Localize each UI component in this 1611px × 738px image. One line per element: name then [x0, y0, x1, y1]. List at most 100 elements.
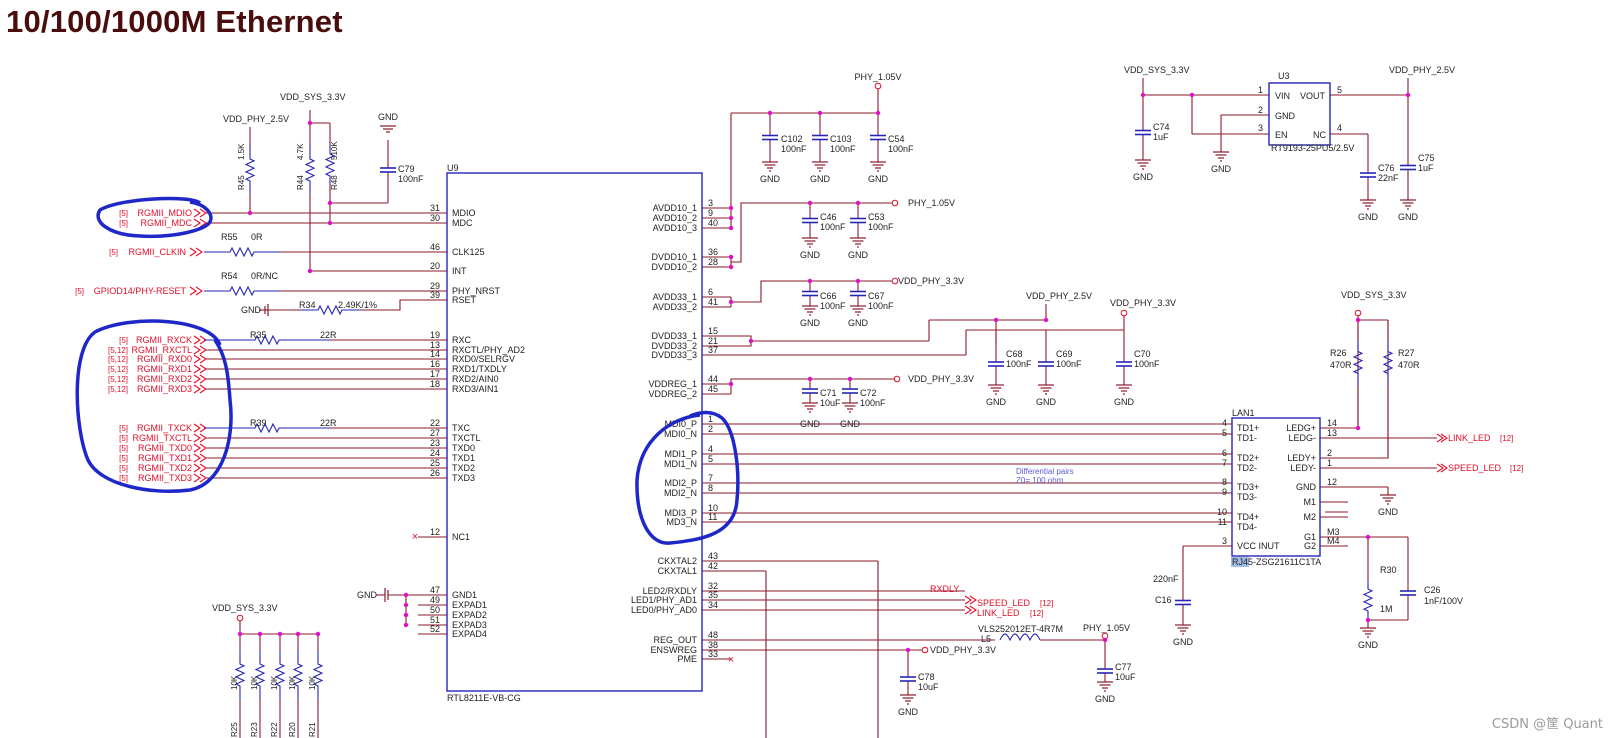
label-text: R22	[270, 722, 279, 737]
net-arrow	[969, 605, 977, 615]
label-text: R26	[1330, 348, 1347, 358]
net-label: RGMII_TXD2	[138, 463, 192, 473]
net-label: LINK_LED	[1448, 433, 1491, 443]
label-text: C74	[1153, 122, 1170, 132]
net-arrow	[193, 423, 201, 433]
gnd-symbol	[1212, 151, 1230, 162]
label-text: R35	[250, 330, 267, 340]
net-arrow	[1436, 433, 1444, 443]
resistor	[244, 145, 256, 195]
net-sheet-ref: [5,12]	[108, 375, 128, 384]
junction-dot	[748, 338, 754, 344]
label-text: R39	[250, 418, 267, 428]
wire	[731, 335, 752, 347]
label-text: C70	[1134, 349, 1151, 359]
u9-pin-number: 5	[708, 454, 713, 464]
u9-pin-number: 9	[708, 208, 713, 218]
label-text: [12]	[1510, 464, 1523, 473]
u9-pin-name: MDI0_P	[664, 419, 697, 429]
u9-pin-number: 29	[430, 281, 440, 291]
label-text: 2	[1327, 448, 1332, 458]
label-text: VDD_SYS_3.3V	[212, 603, 278, 613]
gnd-label: GND	[1358, 640, 1379, 650]
u9-pin-name: INT	[452, 266, 467, 276]
u9-pin-number: 35	[708, 590, 718, 600]
junction-dot	[1365, 617, 1371, 623]
junction-dot	[817, 110, 823, 116]
junction-dot	[728, 205, 734, 211]
u9-pin-name: RXD2/AIN0	[452, 374, 499, 384]
net-sheet-ref: [5]	[119, 474, 128, 483]
resistor	[234, 650, 246, 700]
u9-pin-number: 11	[708, 512, 717, 522]
label-text: G2	[1304, 541, 1316, 551]
net-label: RGMII_TXD3	[138, 473, 192, 483]
label-text: C71	[820, 388, 837, 398]
wires	[206, 78, 1437, 738]
net-arrow	[193, 374, 201, 384]
label-text: C53	[868, 212, 885, 222]
u9-pin-number: 16	[430, 359, 440, 369]
label-text: 100nF	[1056, 359, 1082, 369]
label-text: 100nF	[1006, 359, 1032, 369]
net-label: RGMII_TXD0	[138, 443, 192, 453]
net-label: RGMII_RXCTL	[131, 345, 192, 355]
net-label: GPIOD14/PHY-RESET	[94, 286, 187, 296]
u9-pin-name: RXD0/SELRGV	[452, 354, 515, 364]
gnd-symbol	[801, 402, 819, 413]
label-text: R44	[296, 175, 305, 190]
resistor	[204, 246, 280, 258]
label-text: C16	[1155, 595, 1172, 605]
highlight-circle-mdi	[635, 410, 740, 545]
junction-dot	[327, 220, 333, 226]
lan1-body	[1231, 417, 1321, 557]
junction-dot	[295, 631, 301, 637]
label-text: [5]	[109, 248, 118, 257]
u9-pin-name: MDI1_N	[664, 459, 697, 469]
resistor	[324, 145, 336, 185]
u9-pin-name: MDI3_P	[664, 508, 697, 518]
u9-pin-name: AVDD10_3	[653, 223, 697, 233]
annotation-text: Differential pairs	[1016, 467, 1074, 476]
label-text: VCC INUT	[1237, 541, 1280, 551]
label-text: 220nF	[1153, 574, 1179, 584]
label-text: 0R	[251, 232, 263, 242]
selection-highlight	[1231, 557, 1249, 567]
u9-pin-number: 50	[430, 605, 440, 615]
label-text: M3	[1327, 527, 1340, 537]
label-text: 5	[1222, 428, 1227, 438]
u9-pin-number: 48	[708, 630, 718, 640]
resistor	[204, 285, 280, 297]
net-arrow	[199, 463, 207, 473]
label-text: VDD_PHY_2.5V	[223, 114, 289, 124]
gnd-symbol	[869, 161, 887, 172]
label-text: 10K	[230, 675, 239, 690]
junctions	[237, 92, 1411, 653]
u9-pin-name: TXC	[452, 423, 471, 433]
label-text: NC	[1313, 130, 1326, 140]
resistor	[204, 334, 330, 346]
gnd-symbol	[1174, 624, 1192, 635]
label-text: 13	[1327, 428, 1337, 438]
net-arrow	[1436, 463, 1444, 473]
gnd-symbol	[761, 161, 779, 172]
label-text: C103	[830, 134, 852, 144]
net-label: RGMII_TXCTL	[132, 433, 192, 443]
net-arrow	[199, 453, 207, 463]
u9-pin-number: 51	[430, 615, 440, 625]
label-text: C72	[860, 388, 877, 398]
junction-dot	[277, 631, 283, 637]
net-sheet-ref: [5,12]	[108, 385, 128, 394]
u9-pin-number: 32	[708, 581, 718, 591]
net-arrow	[199, 208, 207, 218]
u9-pin-number: 20	[430, 261, 440, 271]
label-text: LEDY-	[1290, 463, 1316, 473]
junction-dot	[875, 110, 881, 116]
label-text: VDD_PHY_3.3V	[898, 276, 964, 286]
u9-pin-name: ENSWREG	[650, 645, 697, 655]
label-text: 100nF	[820, 301, 846, 311]
resistor	[1352, 340, 1364, 385]
junction-dot	[237, 631, 243, 637]
net-arrow	[193, 335, 201, 345]
junction-dot	[993, 317, 999, 323]
